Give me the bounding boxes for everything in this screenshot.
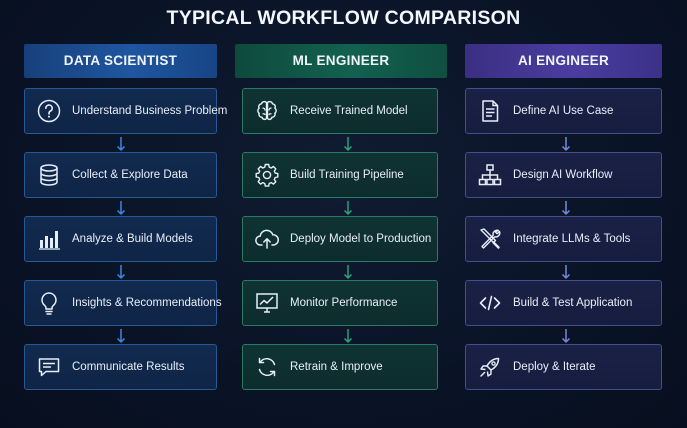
step-label: Collect & Explore Data [72, 169, 188, 181]
arrow-down-icon [560, 327, 572, 345]
step-label: Integrate LLMs & Tools [513, 233, 631, 245]
step-label: Deploy Model to Production [290, 233, 432, 245]
step-label: Retrain & Improve [290, 361, 383, 373]
workflow-step: Insights & Recommendations [24, 280, 222, 326]
step-label: Receive Trained Model [290, 105, 408, 117]
column-header: AI ENGINEER [465, 44, 662, 78]
step-label: Monitor Performance [290, 297, 398, 309]
workflow-step: Retrain & Improve [242, 344, 438, 390]
column-header: ML ENGINEER [235, 44, 447, 78]
workflow-step: Analyze & Build Models [24, 216, 217, 262]
database-icon [34, 160, 64, 190]
workflow-step: Receive Trained Model [242, 88, 438, 134]
arrow-down-icon [342, 327, 354, 345]
question-icon [34, 96, 64, 126]
diagram-title: TYPICAL WORKFLOW COMPARISON [166, 7, 521, 29]
lightbulb-icon [34, 288, 64, 318]
monitor-chart-icon [252, 288, 282, 318]
workflow-step: Monitor Performance [242, 280, 438, 326]
refresh-icon [252, 352, 282, 382]
cloud-upload-icon [252, 224, 282, 254]
arrow-down-icon [115, 263, 127, 281]
arrow-down-icon [560, 135, 572, 153]
arrow-down-icon [560, 263, 572, 281]
column-data-scientist: DATA SCIENTIST Understand Business Probl… [24, 44, 227, 390]
arrow-down-icon [560, 199, 572, 217]
column-header: DATA SCIENTIST [24, 44, 217, 78]
column-ml-engineer: ML ENGINEER Receive Trained Model Build … [235, 44, 447, 390]
column-ai-engineer: AI ENGINEER Define AI Use Case Design AI… [465, 44, 662, 390]
arrow-down-icon [115, 135, 127, 153]
step-label: Define AI Use Case [513, 105, 614, 117]
workflow-step: Build Training Pipeline [242, 152, 438, 198]
arrow-down-icon [115, 327, 127, 345]
workflow-step: Integrate LLMs & Tools [465, 216, 662, 262]
workflow-step: Define AI Use Case [465, 88, 662, 134]
message-icon [34, 352, 64, 382]
step-label: Analyze & Build Models [72, 233, 193, 245]
step-label: Understand Business Problem [72, 105, 228, 117]
hierarchy-icon [475, 160, 505, 190]
step-label: Design AI Workflow [513, 169, 613, 181]
workflow-step: Understand Business Problem [24, 88, 227, 134]
arrow-down-icon [342, 199, 354, 217]
workflow-step: Design AI Workflow [465, 152, 662, 198]
arrow-down-icon [342, 135, 354, 153]
step-label: Insights & Recommendations [72, 297, 222, 309]
code-icon [475, 288, 505, 318]
tools-icon [475, 224, 505, 254]
step-label: Communicate Results [72, 361, 185, 373]
step-label: Build & Test Application [513, 297, 633, 309]
brain-icon [252, 96, 282, 126]
workflow-step: Deploy & Iterate [465, 344, 662, 390]
workflow-step: Build & Test Application [465, 280, 662, 326]
step-label: Build Training Pipeline [290, 169, 404, 181]
rocket-icon [475, 352, 505, 382]
workflow-step: Communicate Results [24, 344, 217, 390]
arrow-down-icon [115, 199, 127, 217]
workflow-step: Collect & Explore Data [24, 152, 217, 198]
gear-icon [252, 160, 282, 190]
document-icon [475, 96, 505, 126]
step-label: Deploy & Iterate [513, 361, 596, 373]
workflow-step: Deploy Model to Production [242, 216, 438, 262]
bar-chart-icon [34, 224, 64, 254]
arrow-down-icon [342, 263, 354, 281]
